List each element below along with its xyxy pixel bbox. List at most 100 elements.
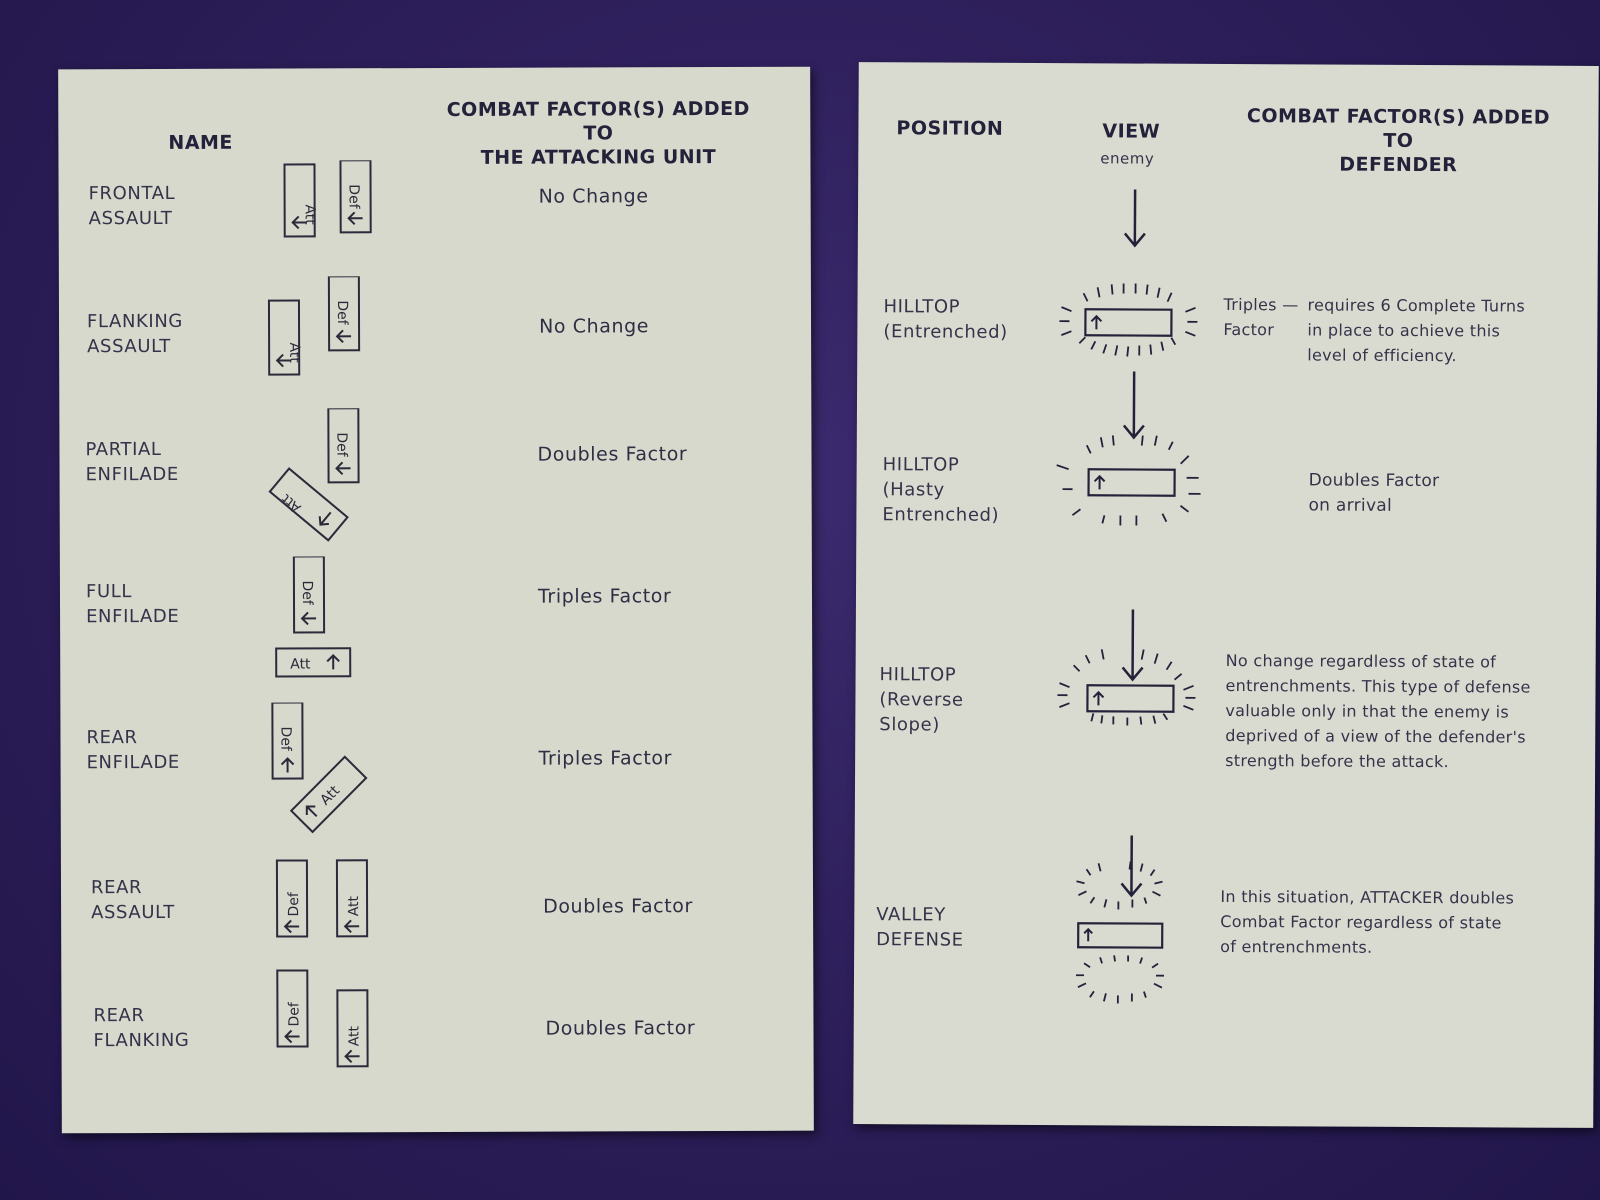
row-factor-full-enfilade: Triples Factor	[537, 585, 672, 608]
position-valley-defense: VALLEY DEFENSE	[876, 902, 964, 952]
defender-counter: Def	[327, 408, 360, 484]
row-name-line1: REAR	[86, 727, 138, 749]
position-line2: (Hasty	[882, 479, 945, 501]
defender-counter: Def	[271, 702, 304, 780]
defense-table-card: POSITION VIEW enemy COMBAT FACTOR(S) ADD…	[853, 62, 1599, 1128]
row-factor-rear-flanking: Doubles Factor	[545, 1017, 696, 1040]
position-line2: (Reverse	[879, 689, 964, 711]
defender-counter: Def	[275, 859, 309, 938]
position-hilltop-entrenched: HILLTOP (Entrenched)	[883, 294, 1008, 345]
factor-line3: of entrenchments.	[1220, 936, 1373, 957]
factor-body-line2: in place to achieve this	[1307, 320, 1501, 341]
row-name-full-enfilade: FULL ENFILADE	[86, 579, 179, 629]
position-line1: HILLTOP	[882, 454, 960, 476]
factor-valley-defense: In this situation, ATTACKER doubles Comb…	[1220, 884, 1514, 961]
svg-text:Att: Att	[286, 342, 302, 363]
hilltop-entrenched-diagram	[1059, 283, 1198, 357]
row-name-line2: ASSAULT	[87, 335, 171, 358]
full-enfilade-diagram: Def Att	[274, 556, 364, 686]
frontal-assault-diagram: Att Def	[268, 160, 378, 240]
factor-line5: strength before the attack.	[1225, 750, 1449, 772]
factor-line3: valuable only in that the enemy is	[1225, 700, 1510, 722]
header-view-enemy: enemy	[1100, 149, 1155, 168]
row-name-line1: PARTIAL	[85, 438, 162, 461]
svg-text:Att: Att	[346, 1025, 362, 1046]
rear-enfilade-diagram: Def Att	[270, 702, 380, 842]
header-view: VIEW	[1102, 120, 1161, 143]
svg-text:Att: Att	[278, 490, 304, 516]
row-name-line2: ENFILADE	[86, 751, 180, 774]
row-name-line1: FRONTAL	[88, 182, 176, 205]
svg-text:Def: Def	[277, 726, 293, 751]
hilltop-reverse-slope-diagram	[1057, 649, 1196, 726]
factor-line1: In this situation, ATTACKER doubles	[1220, 886, 1515, 908]
position-line3: Slope)	[879, 714, 940, 736]
svg-text:Def: Def	[286, 891, 302, 916]
row-name-line1: FULL	[85, 581, 133, 603]
row-name-rear-assault: REAR ASSAULT	[91, 875, 175, 925]
svg-text:Def: Def	[346, 184, 362, 209]
header-factor-line1: COMBAT FACTOR(S) ADDED TO	[446, 97, 750, 145]
position-hilltop-hasty: HILLTOP (Hasty Entrenched)	[882, 452, 999, 528]
attacker-counter: Att	[267, 299, 302, 376]
row-name-line1: REAR	[93, 1005, 145, 1027]
row-name-rear-enfilade: REAR ENFILADE	[86, 725, 179, 775]
attack-table-card: NAME COMBAT FACTOR(S) ADDED TO THE ATTAC…	[58, 66, 814, 1134]
row-factor-rear-enfilade: Triples Factor	[538, 747, 673, 770]
attacker-counter: Att	[335, 859, 369, 938]
header-position: POSITION	[896, 117, 1004, 140]
row-name-line1: FLANKING	[86, 310, 183, 333]
enemy-arrow-icon	[1121, 609, 1144, 682]
row-name-line2: ENFILADE	[85, 463, 179, 486]
factor-lead-line2: Factor	[1223, 319, 1275, 340]
partial-enfilade-diagram: Def Att	[264, 408, 384, 548]
factor-lead-line1: Triples —	[1223, 294, 1299, 315]
defender-counter: Def	[327, 276, 361, 352]
factor-hilltop-entrenched: Triples — Factor requires 6 Complete Tur…	[1223, 292, 1553, 370]
position-line3: Entrenched)	[882, 504, 1000, 526]
row-factor-flanking-assault: No Change	[539, 315, 650, 338]
hilltop-hasty-diagram	[1056, 435, 1201, 526]
svg-text:Def: Def	[299, 580, 315, 605]
valley-defense-diagram	[1076, 861, 1165, 1004]
factor-line4: deprived of a view of the defender's	[1225, 725, 1526, 747]
row-name-line2: FLANKING	[93, 1029, 190, 1052]
enemy-arrow-icon	[1120, 835, 1143, 898]
attacker-counter: Att	[268, 467, 349, 542]
attacker-counter: Att	[336, 989, 369, 1068]
svg-text:Att: Att	[290, 656, 311, 672]
row-factor-rear-assault: Doubles Factor	[543, 895, 693, 918]
factor-hilltop-hasty: Doubles Factor on arrival	[1308, 468, 1439, 519]
position-line1: HILLTOP	[883, 296, 961, 318]
header-factor-line1: COMBAT FACTOR(S) ADDED TO	[1246, 105, 1551, 152]
position-line2: (Entrenched)	[883, 321, 1008, 343]
svg-text:Att: Att	[302, 204, 318, 225]
row-factor-partial-enfilade: Doubles Factor	[537, 443, 688, 466]
header-factor-line2: DEFENDER	[1339, 153, 1458, 177]
svg-text:Def: Def	[333, 432, 349, 457]
row-name-line2: ASSAULT	[91, 901, 175, 924]
position-line1: VALLEY	[876, 904, 946, 926]
rear-assault-diagram: Def Att	[275, 858, 385, 942]
enemy-arrow-icon	[1122, 371, 1145, 440]
factor-line1: Doubles Factor	[1308, 470, 1440, 492]
factor-hilltop-reverse-slope: No change regardless of state of entrenc…	[1225, 648, 1531, 775]
factor-line2: entrenchments. This type of defense	[1225, 675, 1531, 697]
position-hilltop-reverse-slope: HILLTOP (Reverse Slope)	[879, 662, 964, 737]
factor-line1: No change regardless of state of	[1225, 650, 1497, 672]
row-name-frontal-assault: FRONTAL ASSAULT	[89, 181, 176, 231]
enemy-arrow-icon	[1123, 189, 1146, 248]
header-factor-attacking: COMBAT FACTOR(S) ADDED TO THE ATTACKING …	[428, 97, 768, 170]
flanking-assault-diagram: Att Def	[267, 276, 377, 386]
attacker-counter: Att	[275, 647, 352, 678]
header-factor-line2: THE ATTACKING UNIT	[480, 146, 717, 169]
defender-counter: Def	[292, 556, 326, 634]
position-line2: DEFENSE	[876, 929, 964, 951]
factor-line2: on arrival	[1308, 495, 1393, 516]
factor-line2: Combat Factor regardless of state	[1220, 911, 1502, 933]
row-name-line2: ASSAULT	[88, 207, 173, 230]
svg-text:Def: Def	[286, 1001, 302, 1026]
svg-text:Def: Def	[334, 300, 350, 325]
svg-text:Att: Att	[346, 895, 362, 916]
attacker-counter: Att	[283, 163, 318, 238]
